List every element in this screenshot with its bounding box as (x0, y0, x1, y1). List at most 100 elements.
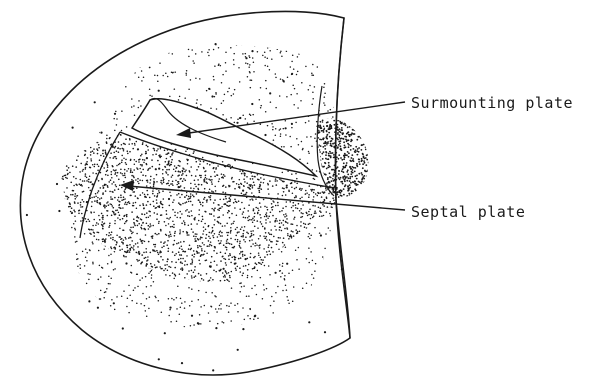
stipple-dot (370, 153, 372, 155)
stipple-dot (144, 305, 146, 307)
stipple-dot (231, 213, 233, 215)
stipple-dot (277, 286, 279, 288)
stipple-dot (281, 222, 283, 224)
stipple-dot (165, 72, 167, 74)
stipple-dot (303, 267, 305, 269)
stipple-dot (311, 236, 313, 238)
stipple-dot (300, 154, 302, 156)
stipple-dot (132, 226, 134, 228)
stipple-dot (116, 165, 118, 167)
stipple-dot (192, 254, 194, 256)
stipple-dot (159, 164, 161, 166)
stipple-dot (161, 311, 163, 313)
stipple-dot (320, 182, 322, 184)
stipple-dot (102, 228, 104, 230)
stipple-dot (265, 236, 267, 238)
stipple-dot (149, 167, 151, 169)
stipple-dot (198, 260, 200, 262)
stipple-dot (298, 144, 300, 146)
stipple-dot (245, 53, 247, 55)
stipple-dot (210, 176, 212, 178)
stipple-dot (133, 218, 135, 220)
stipple-dot (372, 140, 374, 142)
stipple-dot (81, 135, 83, 137)
stipple-dot (77, 274, 79, 276)
stipple-dot (217, 174, 219, 176)
stipple-dot (277, 205, 279, 207)
stipple-dot (147, 201, 149, 203)
stipple-dot (218, 47, 220, 49)
stipple-dot (170, 234, 172, 236)
stipple-dot (122, 284, 124, 286)
stipple-dot (121, 130, 123, 132)
stipple-dot (116, 283, 118, 285)
stipple-dot (138, 252, 140, 254)
stipple-dot (142, 276, 144, 278)
stipple-dot (58, 163, 60, 165)
stipple-dot (198, 166, 200, 168)
stipple-dot (315, 123, 317, 125)
stipple-dot (199, 163, 201, 165)
stipple-dot (119, 201, 121, 203)
stipple-dot (303, 331, 305, 333)
stipple-dot (257, 188, 259, 190)
stipple-dot (160, 285, 162, 287)
stipple-dot (319, 215, 321, 217)
stipple-dot (244, 173, 246, 175)
stipple-dot (372, 166, 374, 168)
stipple-dot (80, 268, 82, 270)
stipple-dot (184, 202, 186, 204)
stipple-dot (267, 40, 269, 42)
stipple-dot (301, 212, 303, 214)
stipple-dot (285, 284, 287, 286)
stipple-dot (198, 323, 200, 325)
stipple-dot (74, 298, 76, 300)
stipple-dot (293, 286, 295, 288)
stipple-dot (154, 181, 156, 183)
stipple-dot (140, 155, 142, 157)
stipple-dot (361, 115, 363, 117)
stipple-dot (324, 255, 326, 257)
stipple-dot (74, 236, 76, 238)
stipple-dot (266, 263, 268, 265)
stipple-dot (211, 41, 213, 43)
stipple-dot (244, 254, 246, 256)
stipple-dot (334, 274, 336, 276)
stipple-dot (81, 185, 83, 187)
stipple-dot (263, 173, 265, 175)
stipple-dot (196, 161, 198, 163)
stipple-dot (134, 72, 136, 74)
stipple-dot (94, 101, 96, 103)
stipple-dot (321, 116, 323, 118)
stipple-dot (117, 199, 119, 201)
stipple-dot (74, 211, 76, 213)
stipple-dot (216, 337, 218, 339)
stipple-dot (158, 278, 160, 280)
stipple-dot (227, 201, 229, 203)
stipple-dot (309, 238, 311, 240)
stipple-dot (239, 253, 241, 255)
stipple-dot (58, 205, 60, 207)
stipple-dot (241, 251, 243, 253)
stipple-dot (130, 171, 132, 173)
stipple-dot (124, 215, 126, 217)
stipple-dot (313, 286, 315, 288)
stipple-dot (158, 275, 160, 277)
stipple-dot (334, 115, 336, 117)
stipple-dot (257, 213, 259, 215)
stipple-dot (206, 234, 208, 236)
stipple-dot (317, 328, 319, 330)
stipple-dot (226, 240, 228, 242)
stipple-dot (122, 207, 124, 209)
stipple-dot (106, 288, 108, 290)
stipple-dot (129, 229, 131, 231)
stipple-dot (162, 17, 164, 19)
stipple-dot (355, 175, 357, 177)
stipple-dot (258, 252, 260, 254)
stipple-dot (169, 275, 171, 277)
stipple-dot (126, 164, 128, 166)
stipple-dot (215, 168, 217, 170)
stipple-dot (306, 284, 308, 286)
stipple-dot (60, 222, 62, 224)
stipple-dot (314, 243, 316, 245)
